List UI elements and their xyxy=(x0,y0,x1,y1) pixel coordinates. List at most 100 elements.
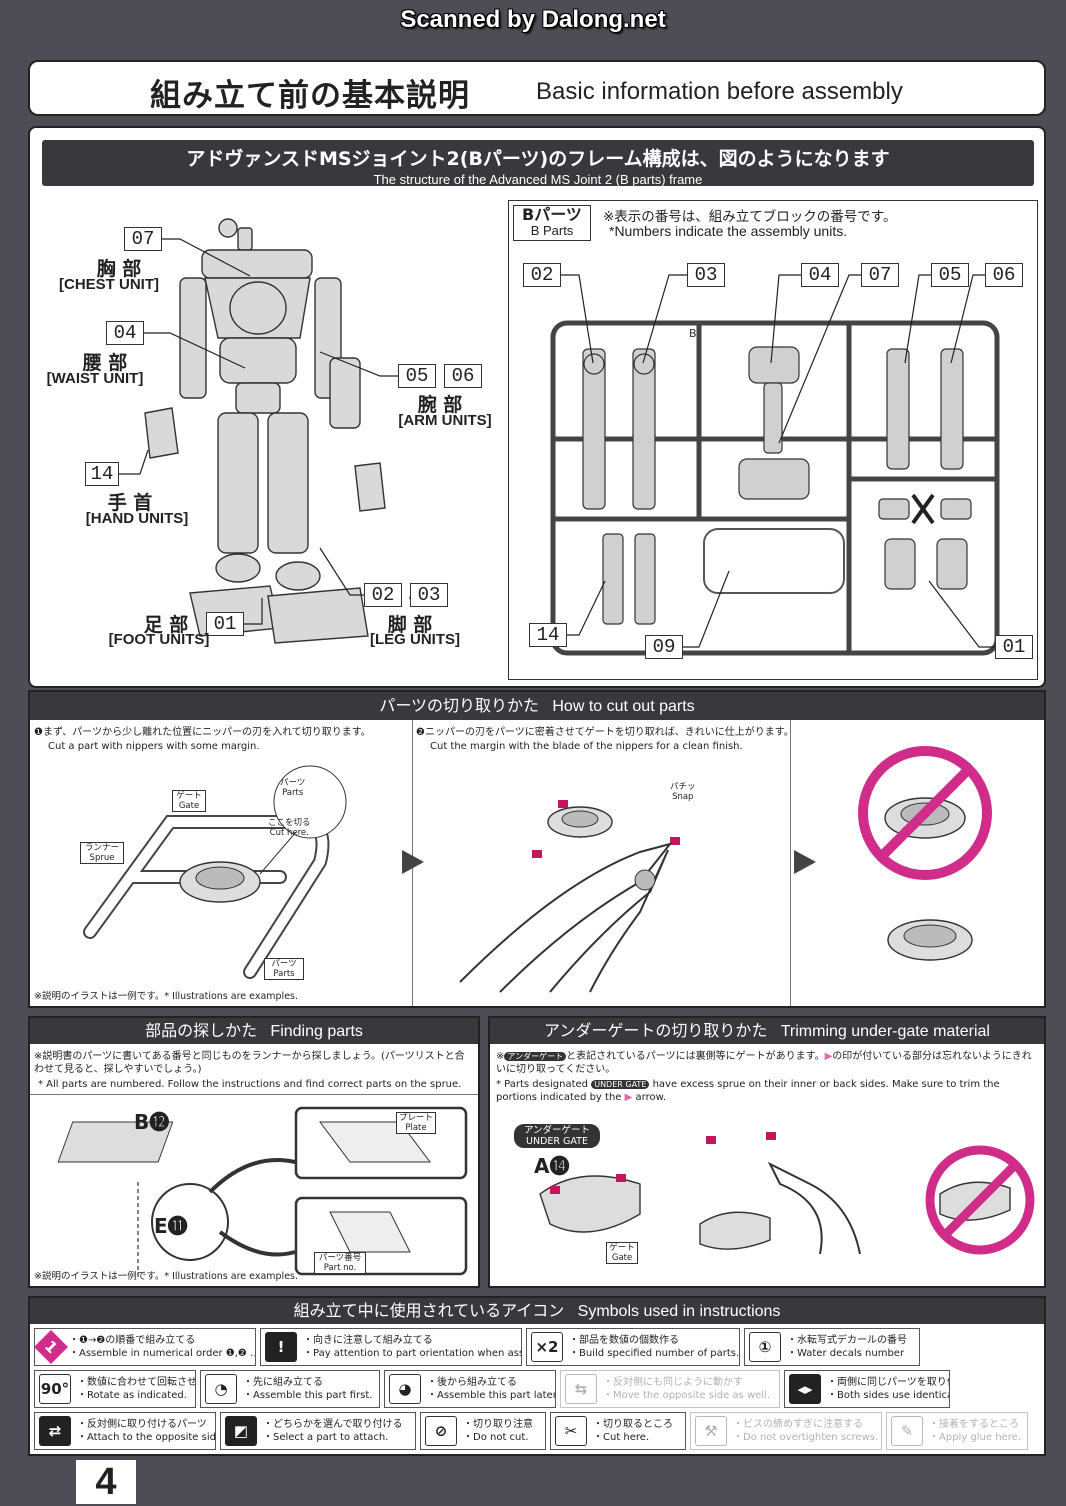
symbol-assemble-first: ◔・先に組み立てる・Assemble this part first. xyxy=(200,1370,380,1408)
symbol-text-jp: ・ビスの締めすぎに注意する xyxy=(733,1419,863,1430)
label-box-04: 04 xyxy=(106,321,144,345)
symbol-text-en: ・Assemble this part first. xyxy=(243,1390,373,1401)
both-sides-icon: ◂▸ xyxy=(789,1374,821,1404)
symbol-water-decal: ①・水転写式デカールの番号・Water decals number xyxy=(744,1328,920,1366)
frame-title-en: The structure of the Advanced MS Joint 2… xyxy=(373,172,703,186)
label-box-07: 07 xyxy=(124,227,162,251)
symbol-text-jp: ・❶→❷の順番で組み立てる xyxy=(69,1335,196,1346)
snap-jp: パチッ xyxy=(670,782,696,792)
bparts-title-box: Bパーツ B Parts xyxy=(513,205,591,241)
cut-step1-illustration xyxy=(83,765,347,979)
label-box-06: 06 xyxy=(444,364,482,388)
partno-jp: パーツ番号 xyxy=(318,1253,362,1263)
cut-step1-jp: ❶まず、パーツから少し離れた位置にニッパーの刃を入れて切り取ります。 xyxy=(34,727,371,738)
symbol-text-en: ・Build specified number of parts. xyxy=(569,1348,739,1359)
runner-letter: B xyxy=(689,327,697,340)
symbol-move-opposite: ⇆・反対側にも同じように動かす・Move the opposite side a… xyxy=(560,1370,780,1408)
label-box-05: 05 xyxy=(398,364,436,388)
finding-bar-en: Finding parts xyxy=(270,1023,363,1040)
rotate-icon: 90° xyxy=(39,1374,71,1404)
cut-step2-en: Cut the margin with the blade of the nip… xyxy=(430,741,743,752)
under-note-en3: arrow. xyxy=(635,1092,667,1103)
runner-label-14: 14 xyxy=(529,623,567,647)
parts-jp: パーツ xyxy=(271,959,297,969)
arrow-right-icon-2 xyxy=(794,850,816,874)
symbols-grid: 1・❶→❷の順番で組み立てる・Assemble in numerical ord… xyxy=(34,1328,1040,1454)
assemble-first-icon: ◔ xyxy=(205,1374,237,1404)
pink-arrow-icon-2: ▶ xyxy=(624,1092,633,1103)
symbol-text-en: ・Assemble this part later. xyxy=(427,1390,555,1401)
foot-units-jp: 足 部 xyxy=(143,614,189,636)
label-box-14: 14 xyxy=(85,462,119,486)
symbol-text-jp: ・どちらかを選んで取り付ける xyxy=(263,1419,403,1430)
page-number: 4 xyxy=(76,1460,136,1504)
callout-lines xyxy=(119,238,398,625)
under-note-jp3: の印が付いている部分は忘れないようにきれいに切り取ってください。 xyxy=(496,1051,1032,1075)
cut-bar: パーツの切り取りかた How to cut out parts xyxy=(30,692,1044,720)
cut-bar-jp: パーツの切り取りかた xyxy=(379,696,540,715)
symbol-text-jp: ・反対側にも同じように動かす xyxy=(603,1377,743,1388)
move-opposite-icon: ⇆ xyxy=(565,1374,597,1404)
attention-icon: ! xyxy=(265,1332,297,1362)
hand-units-en: [HAND UNITS] xyxy=(85,510,189,527)
cut-step2-illustration xyxy=(459,800,680,993)
wrong-cut-icon xyxy=(858,746,992,880)
chest-unit-jp: 胸 部 xyxy=(96,258,142,280)
water-decal-icon: ① xyxy=(749,1332,781,1362)
under-badge-jp: アンダーゲート xyxy=(504,1052,567,1061)
header-title-jp: 組み立て前の基本説明 xyxy=(150,78,470,114)
runner-label-04: 04 xyxy=(801,263,839,287)
arrow-right-icon xyxy=(402,850,424,874)
e-runner-label: E⓫ xyxy=(154,1214,188,1238)
hand-units-jp: 手 首 xyxy=(107,492,153,514)
finding-note-en: * All parts are numbered. Follow the ins… xyxy=(38,1079,462,1090)
symbol-text-en: ・Rotate as indicated. xyxy=(77,1390,187,1401)
cut-here-en: Cut here. xyxy=(269,828,309,838)
finding-divider xyxy=(30,1094,478,1095)
gate-en-2: Gate xyxy=(611,1253,633,1263)
frame-title-jp: アドヴァンスドMSジョイント2(Bパーツ)のフレーム構成は、図のようになります xyxy=(186,148,890,170)
symbol-text-jp: ・部品を数値の個数作る xyxy=(569,1335,679,1346)
frame-illustration xyxy=(144,218,386,644)
pink-arrow-icon: ▶ xyxy=(824,1051,833,1062)
finding-bar-jp: 部品の探しかた xyxy=(145,1021,258,1040)
symbol-cut-here: ✂・切り取るところ・Cut here. xyxy=(550,1412,686,1450)
do-not-cut-icon: ⊘ xyxy=(425,1416,457,1446)
runner-jp: ランナー xyxy=(84,843,119,853)
leg-units-jp: 脚 部 xyxy=(387,614,433,636)
symbol-text-en: ・Do not overtighten screws. xyxy=(733,1432,879,1443)
under-bar: アンダーゲートの切り取りかた Trimming under-gate mater… xyxy=(490,1018,1044,1044)
finding-section: 部品の探しかた Finding parts ※説明書のパーツに書いてある番号と同… xyxy=(28,1016,480,1288)
symbols-section: 組み立て中に使用されているアイコン Symbols used in instru… xyxy=(28,1296,1046,1456)
symbols-bar-en: Symbols used in instructions xyxy=(577,1303,781,1320)
under-bar-jp: アンダーゲートの切り取りかた xyxy=(544,1021,768,1040)
gate-jp-2: ゲート xyxy=(609,1243,635,1253)
scanner-credit: Scanned by Dalong.net xyxy=(400,6,666,33)
b-runner-label: B⓬ xyxy=(134,1110,170,1134)
parts-en: Parts xyxy=(273,969,295,979)
plate-jp: プレート xyxy=(398,1113,433,1123)
foot-units-en: [FOOT UNITS] xyxy=(108,631,210,648)
cut-section: パーツの切り取りかた How to cut out parts ❶まず、パーツか… xyxy=(28,690,1046,1008)
runner-en: Sprue xyxy=(89,853,115,863)
frame-panel: アドヴァンスドMSジョイント2(Bパーツ)のフレーム構成は、図のようになります … xyxy=(28,126,1046,688)
label-box-03: 03 xyxy=(410,583,448,607)
symbol-text-jp: ・接着をするところ xyxy=(929,1419,1019,1430)
cut-here-icon: ✂ xyxy=(555,1416,587,1446)
symbol-text-en: ・Apply glue here. xyxy=(929,1432,1021,1443)
bparts-title-en: B Parts xyxy=(530,223,574,238)
bparts-box: Bパーツ B Parts ※表示の番号は、組み立てブロックの番号です。 *Num… xyxy=(508,200,1038,680)
runner-label-09: 09 xyxy=(645,635,683,659)
opposite-side-icon: ⇄ xyxy=(39,1416,71,1446)
plate-en: Plate xyxy=(405,1123,427,1133)
runner-label-05: 05 xyxy=(931,263,969,287)
under-note-jp2: と表記されているパーツには裏側等にゲートがあります。 xyxy=(566,1051,825,1062)
cut-step1-en: Cut a part with nippers with some margin… xyxy=(48,741,260,752)
under-note-en2: have excess sprue on their inner or back… xyxy=(496,1079,1000,1103)
symbol-text-jp: ・向きに注意して組み立てる xyxy=(303,1335,433,1346)
